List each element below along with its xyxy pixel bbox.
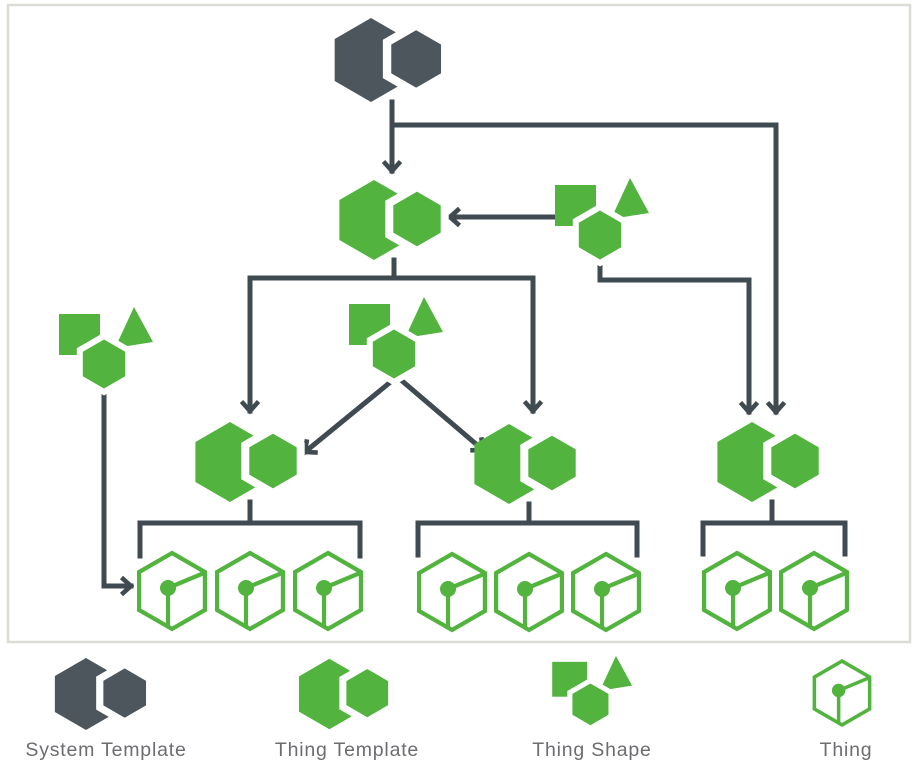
- thing-template-icon: [195, 422, 300, 502]
- thing-template-icon: [474, 424, 579, 504]
- thing-node: [217, 553, 283, 629]
- thing-node: [573, 554, 639, 630]
- diagram-edges: [101, 99, 848, 597]
- thing-template-left-node: [195, 422, 300, 502]
- thing-template-icon: [717, 422, 822, 502]
- thing-icon: [812, 659, 872, 727]
- thing-node: [704, 553, 770, 629]
- edge-root-split-bar: [247, 257, 536, 281]
- thing-icon: [139, 553, 205, 629]
- bracket-center-things: [415, 501, 640, 558]
- legend: System Template Thing Template Thing Sha…: [25, 656, 872, 761]
- thing-template-icon: [299, 659, 392, 729]
- legend-label-thing: Thing: [820, 739, 873, 761]
- system-template-node: [335, 18, 446, 102]
- thing-icon: [295, 553, 361, 629]
- legend-item-thing-template: Thing Template: [275, 659, 419, 761]
- diagram-panel: [6, 3, 912, 644]
- edge-shapeleft-to-thing: [101, 387, 135, 597]
- edge-shapecenter-to-center-template: [397, 376, 487, 454]
- thing-node: [419, 554, 485, 630]
- legend-item-thing-shape: Thing Shape: [532, 656, 651, 761]
- thing-shape-icon: [552, 656, 632, 728]
- edge-systemtemplate-to-right: [389, 122, 787, 416]
- thing-icon: [419, 554, 485, 630]
- edge-shapecenter-to-left-template: [301, 376, 397, 456]
- legend-label-thing-template: Thing Template: [275, 739, 419, 761]
- thing-template-root-node: [339, 180, 444, 260]
- system-template-icon: [335, 18, 446, 102]
- thing-template-center-node: [474, 424, 579, 504]
- legend-item-system-template: System Template: [25, 658, 186, 761]
- thing-icon: [781, 553, 847, 629]
- system-template-icon: [55, 658, 150, 730]
- thing-icon: [217, 553, 283, 629]
- thing-icon: [573, 554, 639, 630]
- bracket-left-things: [137, 499, 363, 559]
- thing-node: [139, 553, 205, 629]
- thing-icon: [496, 554, 562, 630]
- thing-node: [781, 553, 847, 629]
- legend-item-thing: Thing: [812, 659, 873, 761]
- edge-shaperight-to-right: [597, 256, 760, 416]
- thing-template-right-node: [717, 422, 822, 502]
- thing-template-icon: [339, 180, 444, 260]
- thing-icon: [704, 553, 770, 629]
- thing-node: [496, 554, 562, 630]
- legend-label-thing-shape: Thing Shape: [532, 739, 651, 761]
- legend-label-system-template: System Template: [25, 739, 186, 761]
- thing-node: [295, 553, 361, 629]
- bracket-right-things: [700, 499, 848, 557]
